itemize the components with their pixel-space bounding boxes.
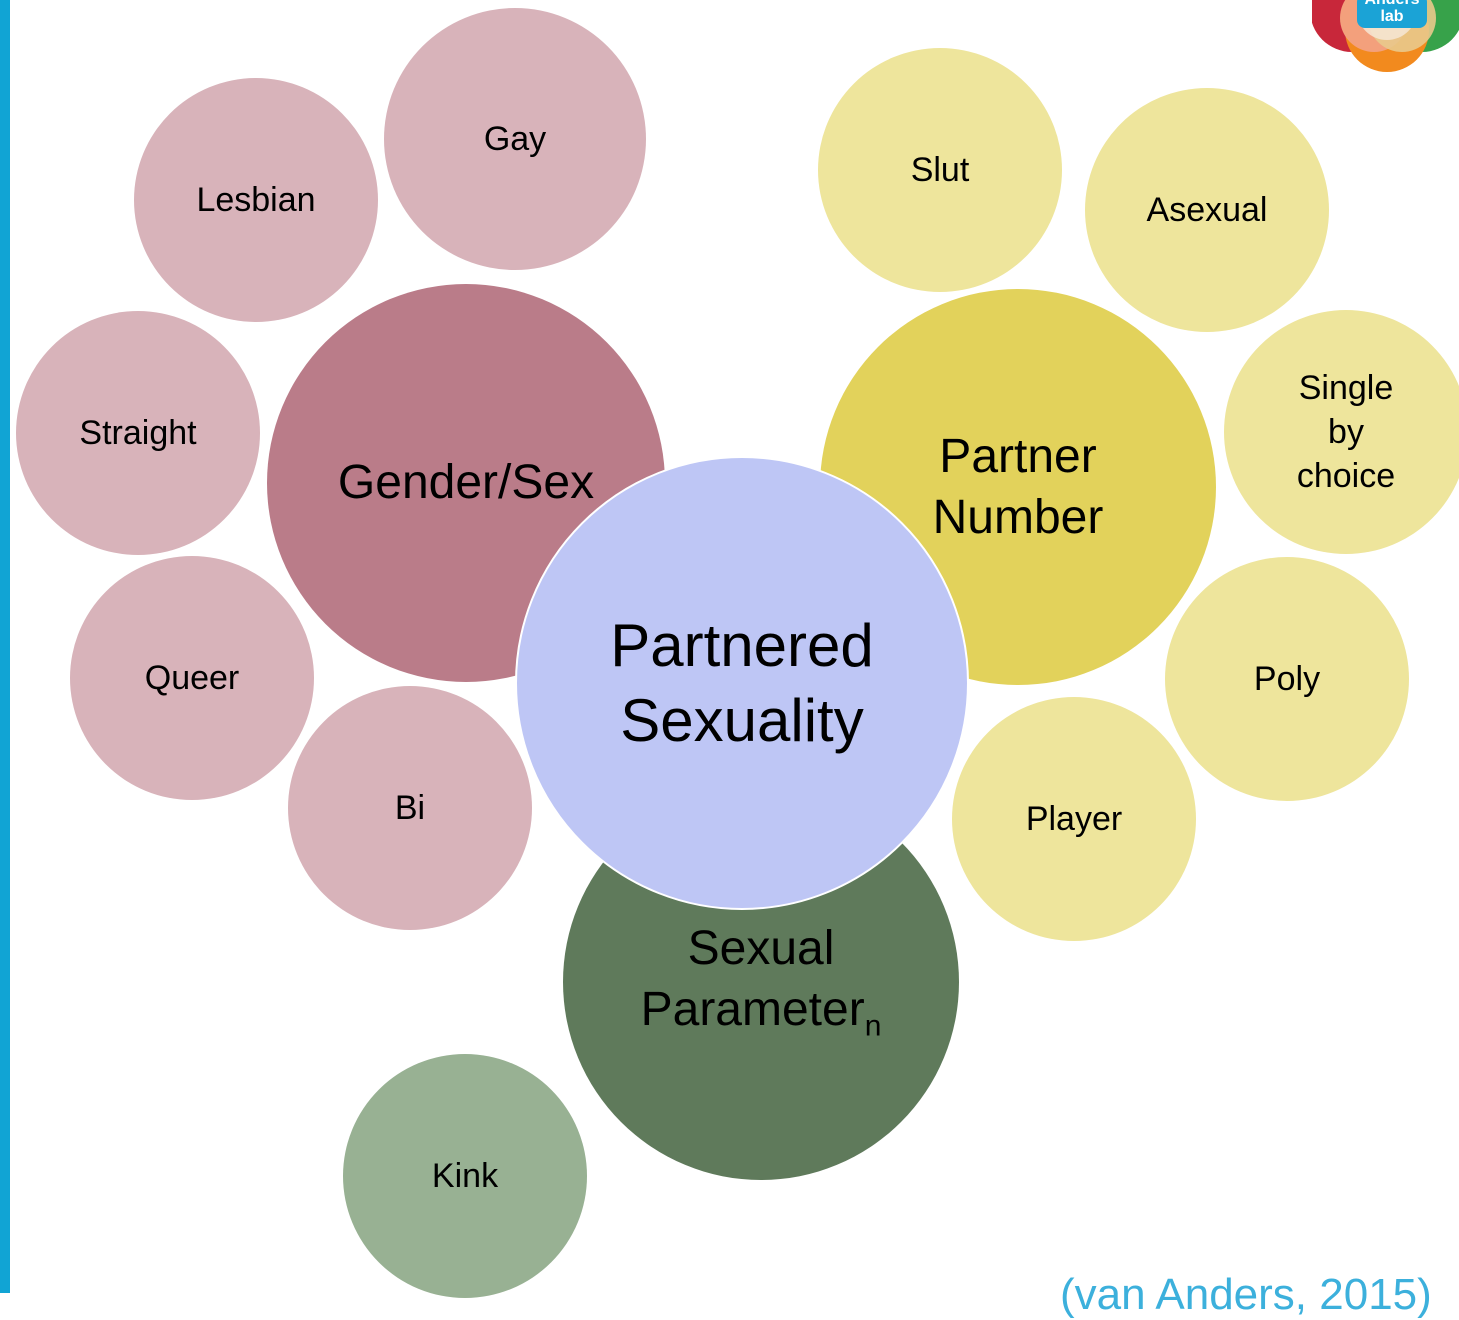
straight-label: Straight	[79, 413, 197, 452]
asexual-bubble: Asexual	[1085, 88, 1329, 332]
logo-line2: lab	[1380, 8, 1404, 26]
gender-sex-label: Gender/Sex	[337, 456, 595, 510]
single-by-choice-bubble: Single by choice	[1224, 310, 1459, 554]
bi-label: Bi	[394, 788, 426, 827]
lesbian-bubble: Lesbian	[134, 78, 378, 322]
slut-label: Slut	[910, 150, 970, 189]
logo-line1: Anders	[1357, 0, 1427, 9]
partnered-sexuality-line1: Partnered	[610, 612, 874, 679]
queer-label: Queer	[144, 658, 240, 697]
queer-bubble: Queer	[70, 556, 314, 800]
bi-bubble: Bi	[288, 686, 532, 930]
sexual-parameter-line1: Sexual	[687, 921, 835, 975]
player-label: Player	[1025, 799, 1123, 838]
single-line2: by	[1328, 412, 1364, 451]
poly-label: Poly	[1253, 659, 1321, 698]
lesbian-label: Lesbian	[196, 180, 316, 219]
partnered-sexuality-line2: Sexuality	[620, 687, 864, 754]
gay-bubble: Gay	[384, 8, 646, 270]
kink-label: Kink	[431, 1156, 499, 1195]
straight-bubble: Straight	[16, 311, 260, 555]
player-bubble: Player	[952, 697, 1196, 941]
sexual-parameter-line2: Parametern	[641, 979, 882, 1046]
single-line1: Single	[1298, 368, 1394, 407]
logo-label: Anders lab	[1357, 0, 1427, 28]
partner-number-bubble: Partner Number	[820, 289, 1216, 685]
single-line3: choice	[1296, 457, 1396, 496]
left-accent-bar	[0, 0, 10, 1293]
parameter-word: Parameter	[640, 983, 865, 1037]
poly-bubble: Poly	[1165, 557, 1409, 801]
slut-bubble: Slut	[818, 48, 1062, 292]
citation-text: (van Anders, 2015)	[1060, 1270, 1432, 1319]
parameter-subscript: n	[864, 1009, 882, 1043]
kink-bubble: Kink	[343, 1054, 587, 1298]
partner-number-line2: Number	[932, 491, 1104, 544]
partnered-sexuality-bubble: Partnered Sexuality	[515, 456, 969, 910]
asexual-label: Asexual	[1146, 190, 1268, 229]
partner-number-line1: Partner	[939, 429, 1097, 483]
gay-label: Gay	[483, 119, 547, 158]
